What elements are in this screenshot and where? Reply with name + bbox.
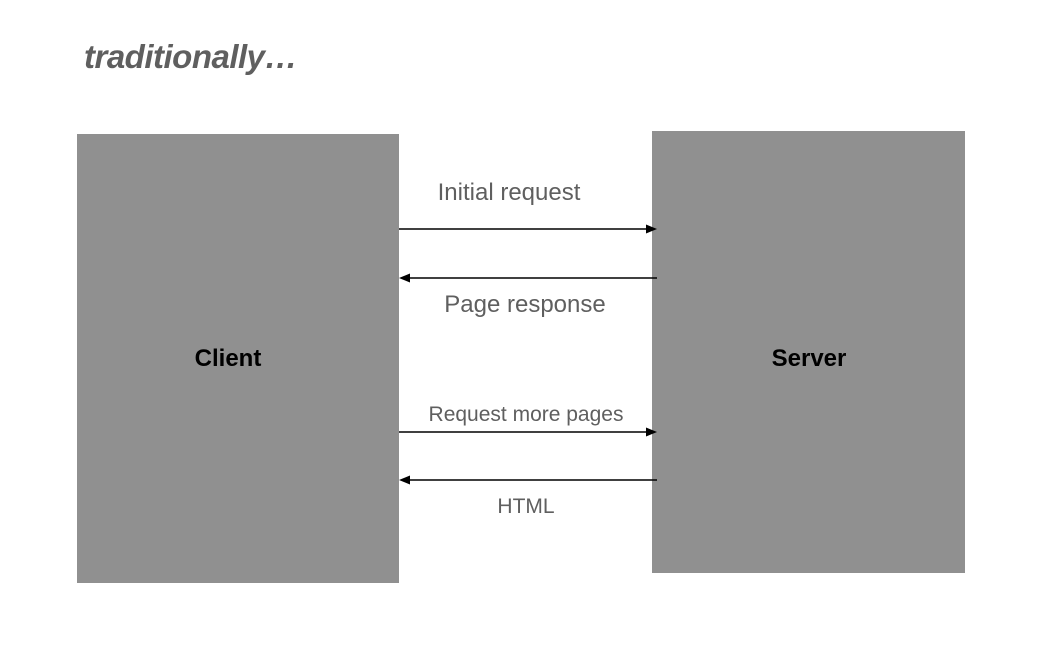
initial-request-arrow bbox=[399, 224, 657, 234]
html-response-arrow bbox=[399, 475, 657, 485]
request-more-pages-label: Request more pages bbox=[428, 403, 624, 426]
slide-title: traditionally… bbox=[84, 38, 298, 75]
html-response-label: HTML bbox=[497, 495, 555, 518]
client-label: Client bbox=[194, 345, 262, 372]
page-response-label: Page response bbox=[444, 291, 606, 318]
page-response-arrow bbox=[399, 273, 657, 283]
client-box bbox=[77, 134, 399, 583]
server-box bbox=[652, 131, 965, 573]
server-label: Server bbox=[771, 345, 847, 372]
request-more-pages-arrow bbox=[399, 427, 657, 437]
initial-request-label: Initial request bbox=[437, 179, 581, 206]
